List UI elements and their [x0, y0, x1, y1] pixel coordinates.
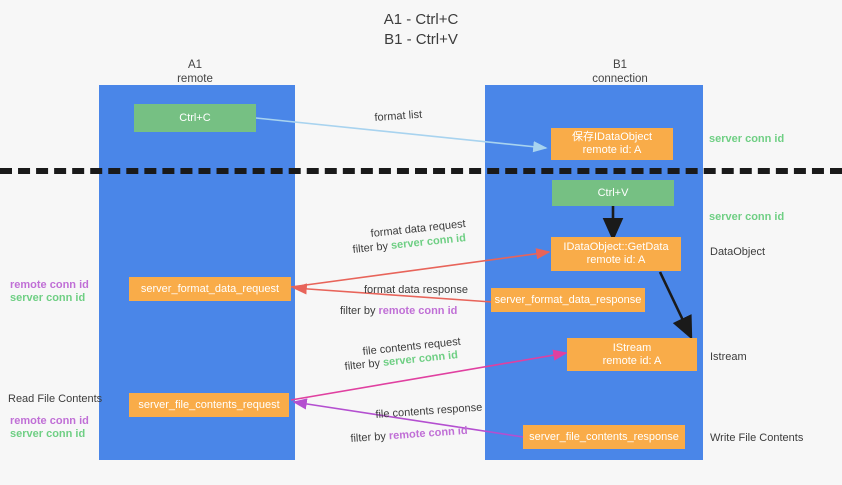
node-server-format-data-request[interactable]: server_format_data_request [129, 277, 291, 301]
annotation-istream: Istream [710, 351, 747, 363]
page-title: A1 - Ctrl+C B1 - Ctrl+V [383, 11, 459, 48]
node-ctrl-v[interactable]: Ctrl+V [552, 180, 674, 206]
filter-prefix: filter by [344, 356, 384, 373]
annotation-server-conn-id-mid: server conn id [709, 211, 785, 223]
annotation-write-file-contents: Write File Contents [710, 432, 804, 444]
filter-key-remote-conn-id: remote conn id [388, 424, 468, 443]
filter-key-remote-conn-id: remote conn id [378, 305, 458, 317]
node-ole-dataobject[interactable]: 保存IDataObject remote id: A [551, 128, 673, 160]
node-server-format-data-response[interactable]: server_format_data_response [491, 288, 645, 312]
filter-prefix: filter by [350, 430, 390, 445]
edge-label-file-contents-response-filter: filter by remote conn id [350, 424, 468, 447]
edge-label-format-data-response: format data response [364, 284, 468, 296]
annotation-server-conn-id-left-mid: server conn id [10, 292, 86, 304]
edge-label-format-data-response-filter: filter by remote conn id [340, 304, 457, 319]
node-ctrl-c[interactable]: Ctrl+C [134, 104, 256, 132]
edge-label-format-list: format list [374, 108, 423, 124]
node-server-file-contents-response[interactable]: server_file_contents_response [523, 425, 685, 449]
annotation-server-conn-id-top: server conn id [709, 133, 785, 145]
column-header-b1: B1 connection [592, 59, 648, 85]
filter-prefix: filter by [340, 305, 379, 317]
annotation-dataobject: DataObject [710, 246, 766, 258]
column-header-a1: A1 remote [177, 59, 213, 85]
phase-divider [0, 168, 842, 174]
node-server-file-contents-request[interactable]: server_file_contents_request [129, 393, 289, 417]
annotation-remote-conn-id-low: remote conn id [10, 415, 89, 427]
node-idataobject-getdata[interactable]: IDataObject::GetData remote id: A [551, 237, 681, 271]
annotation-read-file-contents: Read File Contents [8, 393, 103, 405]
node-istream[interactable]: IStream remote id: A [567, 338, 697, 371]
annotation-server-conn-id-left-low: server conn id [10, 428, 86, 440]
filter-prefix: filter by [352, 239, 392, 256]
annotation-remote-conn-id-mid: remote conn id [10, 279, 89, 291]
edge-label-file-contents-response: file contents response [375, 401, 483, 421]
